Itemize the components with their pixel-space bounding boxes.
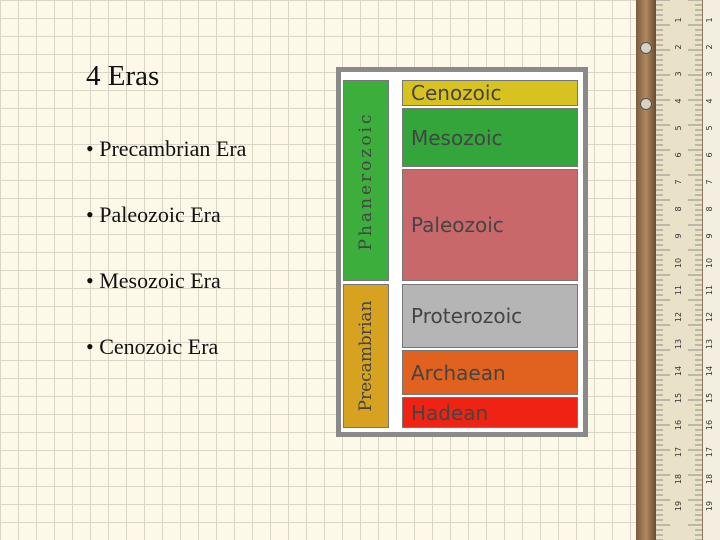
ruler-number: 19 [674, 501, 683, 511]
ruler-number: 15 [674, 393, 683, 403]
ruler-number: 3 [674, 71, 683, 76]
ruler-number: 5 [705, 125, 714, 130]
ruler-number: 17 [674, 447, 683, 457]
ruler-number: 2 [674, 44, 683, 49]
ruler-number: 16 [705, 420, 714, 430]
ruler-number: 10 [705, 258, 714, 268]
screw-icon [640, 98, 652, 110]
ruler-number: 13 [705, 339, 714, 349]
ruler-number: 9 [705, 233, 714, 238]
ruler-number: 7 [705, 179, 714, 184]
ruler-number: 8 [705, 206, 714, 211]
ruler-number: 1 [705, 17, 714, 22]
ruler-number: 11 [705, 285, 714, 295]
ruler-number: 6 [705, 152, 714, 157]
ruler-scale-strip [702, 0, 720, 540]
ruler-number: 6 [674, 152, 683, 157]
ruler-number: 4 [705, 98, 714, 103]
ruler-number: 11 [674, 285, 683, 295]
ruler-edge [636, 0, 656, 540]
screw-icon [640, 42, 652, 54]
era-label: Mesozoic [411, 125, 503, 150]
geologic-timescale-figure: Phanerozoic Precambrian Cenozoic Mesozoi… [336, 67, 588, 437]
era-archaean: Archaean [402, 350, 578, 395]
ruler-number: 19 [705, 501, 714, 511]
ruler-number: 14 [674, 366, 683, 376]
era-hadean: Hadean [402, 397, 578, 428]
era-cenozoic: Cenozoic [402, 80, 578, 106]
ruler-number: 17 [705, 447, 714, 457]
eon-precambrian: Precambrian [343, 284, 389, 428]
ruler-number: 1 [674, 17, 683, 22]
era-label: Cenozoic [411, 81, 502, 105]
ruler-number: 4 [674, 98, 683, 103]
eon-phanerozoic: Phanerozoic [343, 80, 389, 281]
ruler-number: 7 [674, 179, 683, 184]
ruler-number: 3 [705, 71, 714, 76]
bullet-cenozoic: Cenozoic Era [86, 334, 246, 367]
ruler-number: 18 [705, 474, 714, 484]
bullet-paleozoic: Paleozoic Era [86, 202, 246, 235]
ruler-number: 14 [705, 366, 714, 376]
era-label: Proterozoic [411, 304, 523, 328]
bullet-precambrian: Precambrian Era [86, 136, 246, 169]
ruler-number: 9 [674, 233, 683, 238]
ruler-number: 15 [705, 393, 714, 403]
ruler-number: 10 [674, 258, 683, 268]
era-mesozoic: Mesozoic [402, 108, 578, 167]
ruler-number: 13 [674, 339, 683, 349]
ruler-number: 18 [674, 474, 683, 484]
ruler-number: 5 [674, 125, 683, 130]
era-paleozoic: Paleozoic [402, 169, 578, 281]
ruler-number: 12 [705, 312, 714, 322]
ruler-number: 16 [674, 420, 683, 430]
era-proterozoic: Proterozoic [402, 284, 578, 348]
bullet-mesozoic: Mesozoic Era [86, 268, 246, 301]
ruler-number: 12 [674, 312, 683, 322]
bullet-list: Precambrian Era Paleozoic Era Mesozoic E… [86, 136, 246, 400]
ruler-number: 2 [705, 44, 714, 49]
ruler-number: 8 [674, 206, 683, 211]
slide-title: 4 Eras [86, 60, 160, 92]
era-label: Hadean [411, 400, 489, 425]
era-label: Paleozoic [411, 213, 504, 237]
era-label: Archaean [411, 360, 506, 385]
